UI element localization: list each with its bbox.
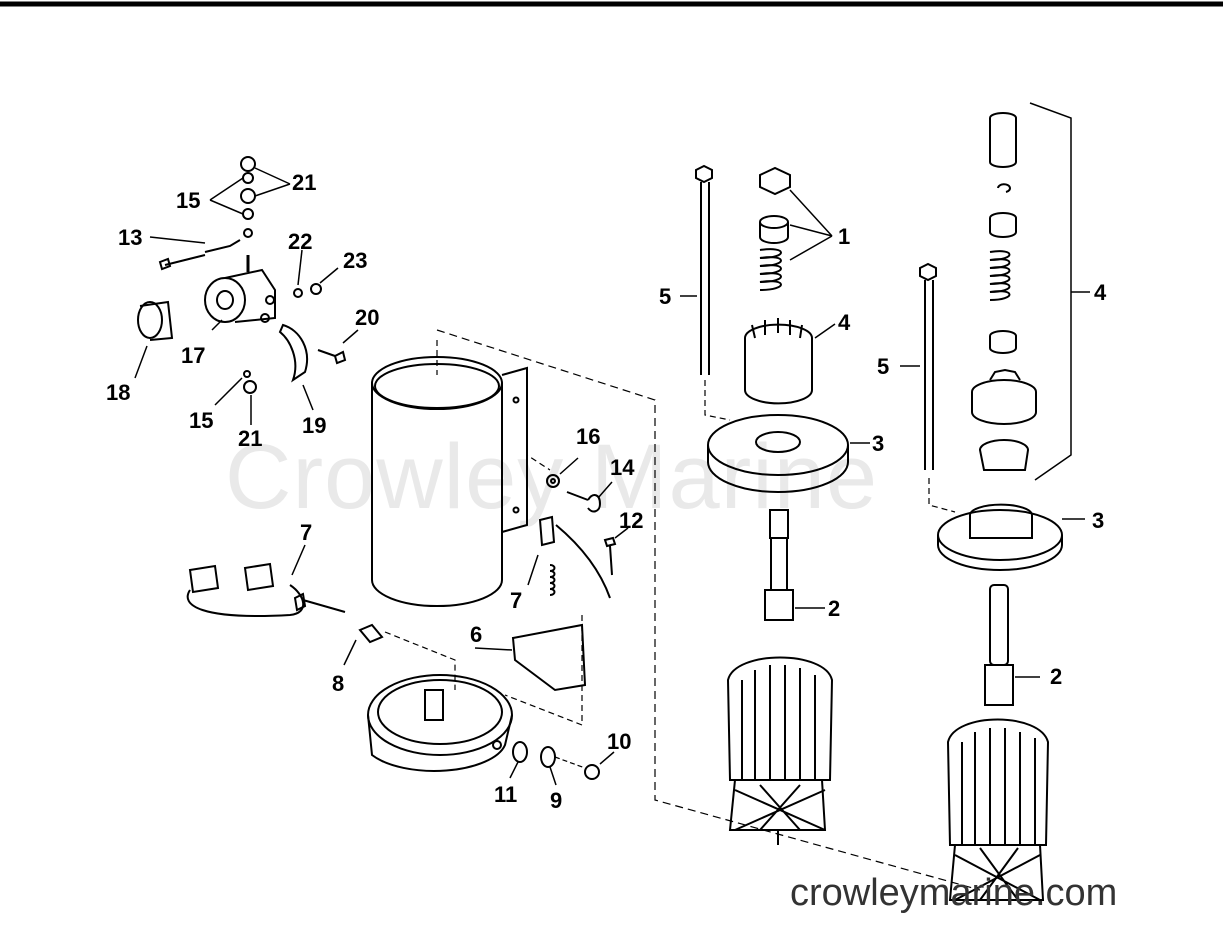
- clip-8: [358, 623, 384, 644]
- callout-18: 18: [106, 380, 131, 405]
- washer-16: [546, 474, 560, 488]
- washer-9: [540, 746, 556, 768]
- nut-21-mid: [240, 188, 256, 204]
- callout-11: 11: [494, 782, 518, 807]
- callout-20: 20: [355, 305, 380, 330]
- callout-2: 2: [828, 596, 841, 621]
- spring-7: [549, 564, 556, 596]
- drive-assembly-right: [900, 102, 1090, 901]
- watermark-text: Crowley Marine: [225, 426, 879, 528]
- callout-13: 13: [118, 225, 143, 250]
- callout-14: 14: [610, 455, 635, 480]
- callout-23: 23: [343, 248, 368, 273]
- nut-21-lower: [243, 380, 257, 394]
- brush-set-7: [186, 544, 346, 617]
- screw-12: [603, 536, 617, 576]
- callout-3: 3: [872, 431, 885, 456]
- nut-22: [293, 288, 303, 298]
- end-cap: [367, 674, 513, 772]
- callout-21-lower: 21: [238, 426, 263, 451]
- screw-14: [566, 491, 602, 513]
- washer-11: [512, 741, 528, 763]
- field-frame: [371, 340, 528, 607]
- callout-3-right: 3: [1092, 508, 1105, 533]
- solenoid-assembly: [134, 156, 359, 425]
- callout-4: 4: [838, 310, 851, 335]
- callout-16: 16: [576, 424, 601, 449]
- brush-plate-6: [511, 623, 587, 692]
- callout-4-right: 4: [1094, 280, 1107, 305]
- callout-21: 21: [292, 170, 317, 195]
- washer-small: [243, 228, 253, 238]
- nut-23: [310, 283, 322, 295]
- callout-19: 19: [302, 413, 327, 438]
- washer-15-top: [242, 172, 254, 184]
- callout-22: 22: [288, 229, 313, 254]
- callout-7: 7: [300, 520, 313, 545]
- screw-20: [317, 349, 347, 365]
- callout-10: 10: [607, 729, 632, 754]
- drive-assembly-left: [680, 164, 870, 845]
- callout-1: 1: [838, 224, 851, 249]
- callout-8: 8: [332, 671, 345, 696]
- solenoid-body: [204, 277, 246, 323]
- assembly-guide: [436, 329, 981, 891]
- callout-2-right: 2: [1050, 664, 1063, 689]
- brush-7: [538, 515, 556, 547]
- callout-5-right: 5: [877, 354, 890, 379]
- callout-15: 15: [176, 188, 201, 213]
- callout-15-lower: 15: [189, 408, 214, 433]
- nut-10: [584, 764, 600, 780]
- nut-21-top: [240, 156, 256, 172]
- callout-9: 9: [550, 788, 563, 813]
- washer-15-mid: [242, 208, 254, 220]
- callout-5: 5: [659, 284, 672, 309]
- callout-6: 6: [470, 622, 483, 647]
- callout-17: 17: [181, 343, 206, 368]
- website-watermark: crowleymarine.com: [790, 872, 1118, 914]
- callout-12: 12: [619, 508, 644, 533]
- washer-15-lower: [243, 370, 251, 378]
- bracket-19: [278, 323, 309, 383]
- callout-7-spring: 7: [510, 588, 523, 613]
- boot-18: [137, 301, 163, 339]
